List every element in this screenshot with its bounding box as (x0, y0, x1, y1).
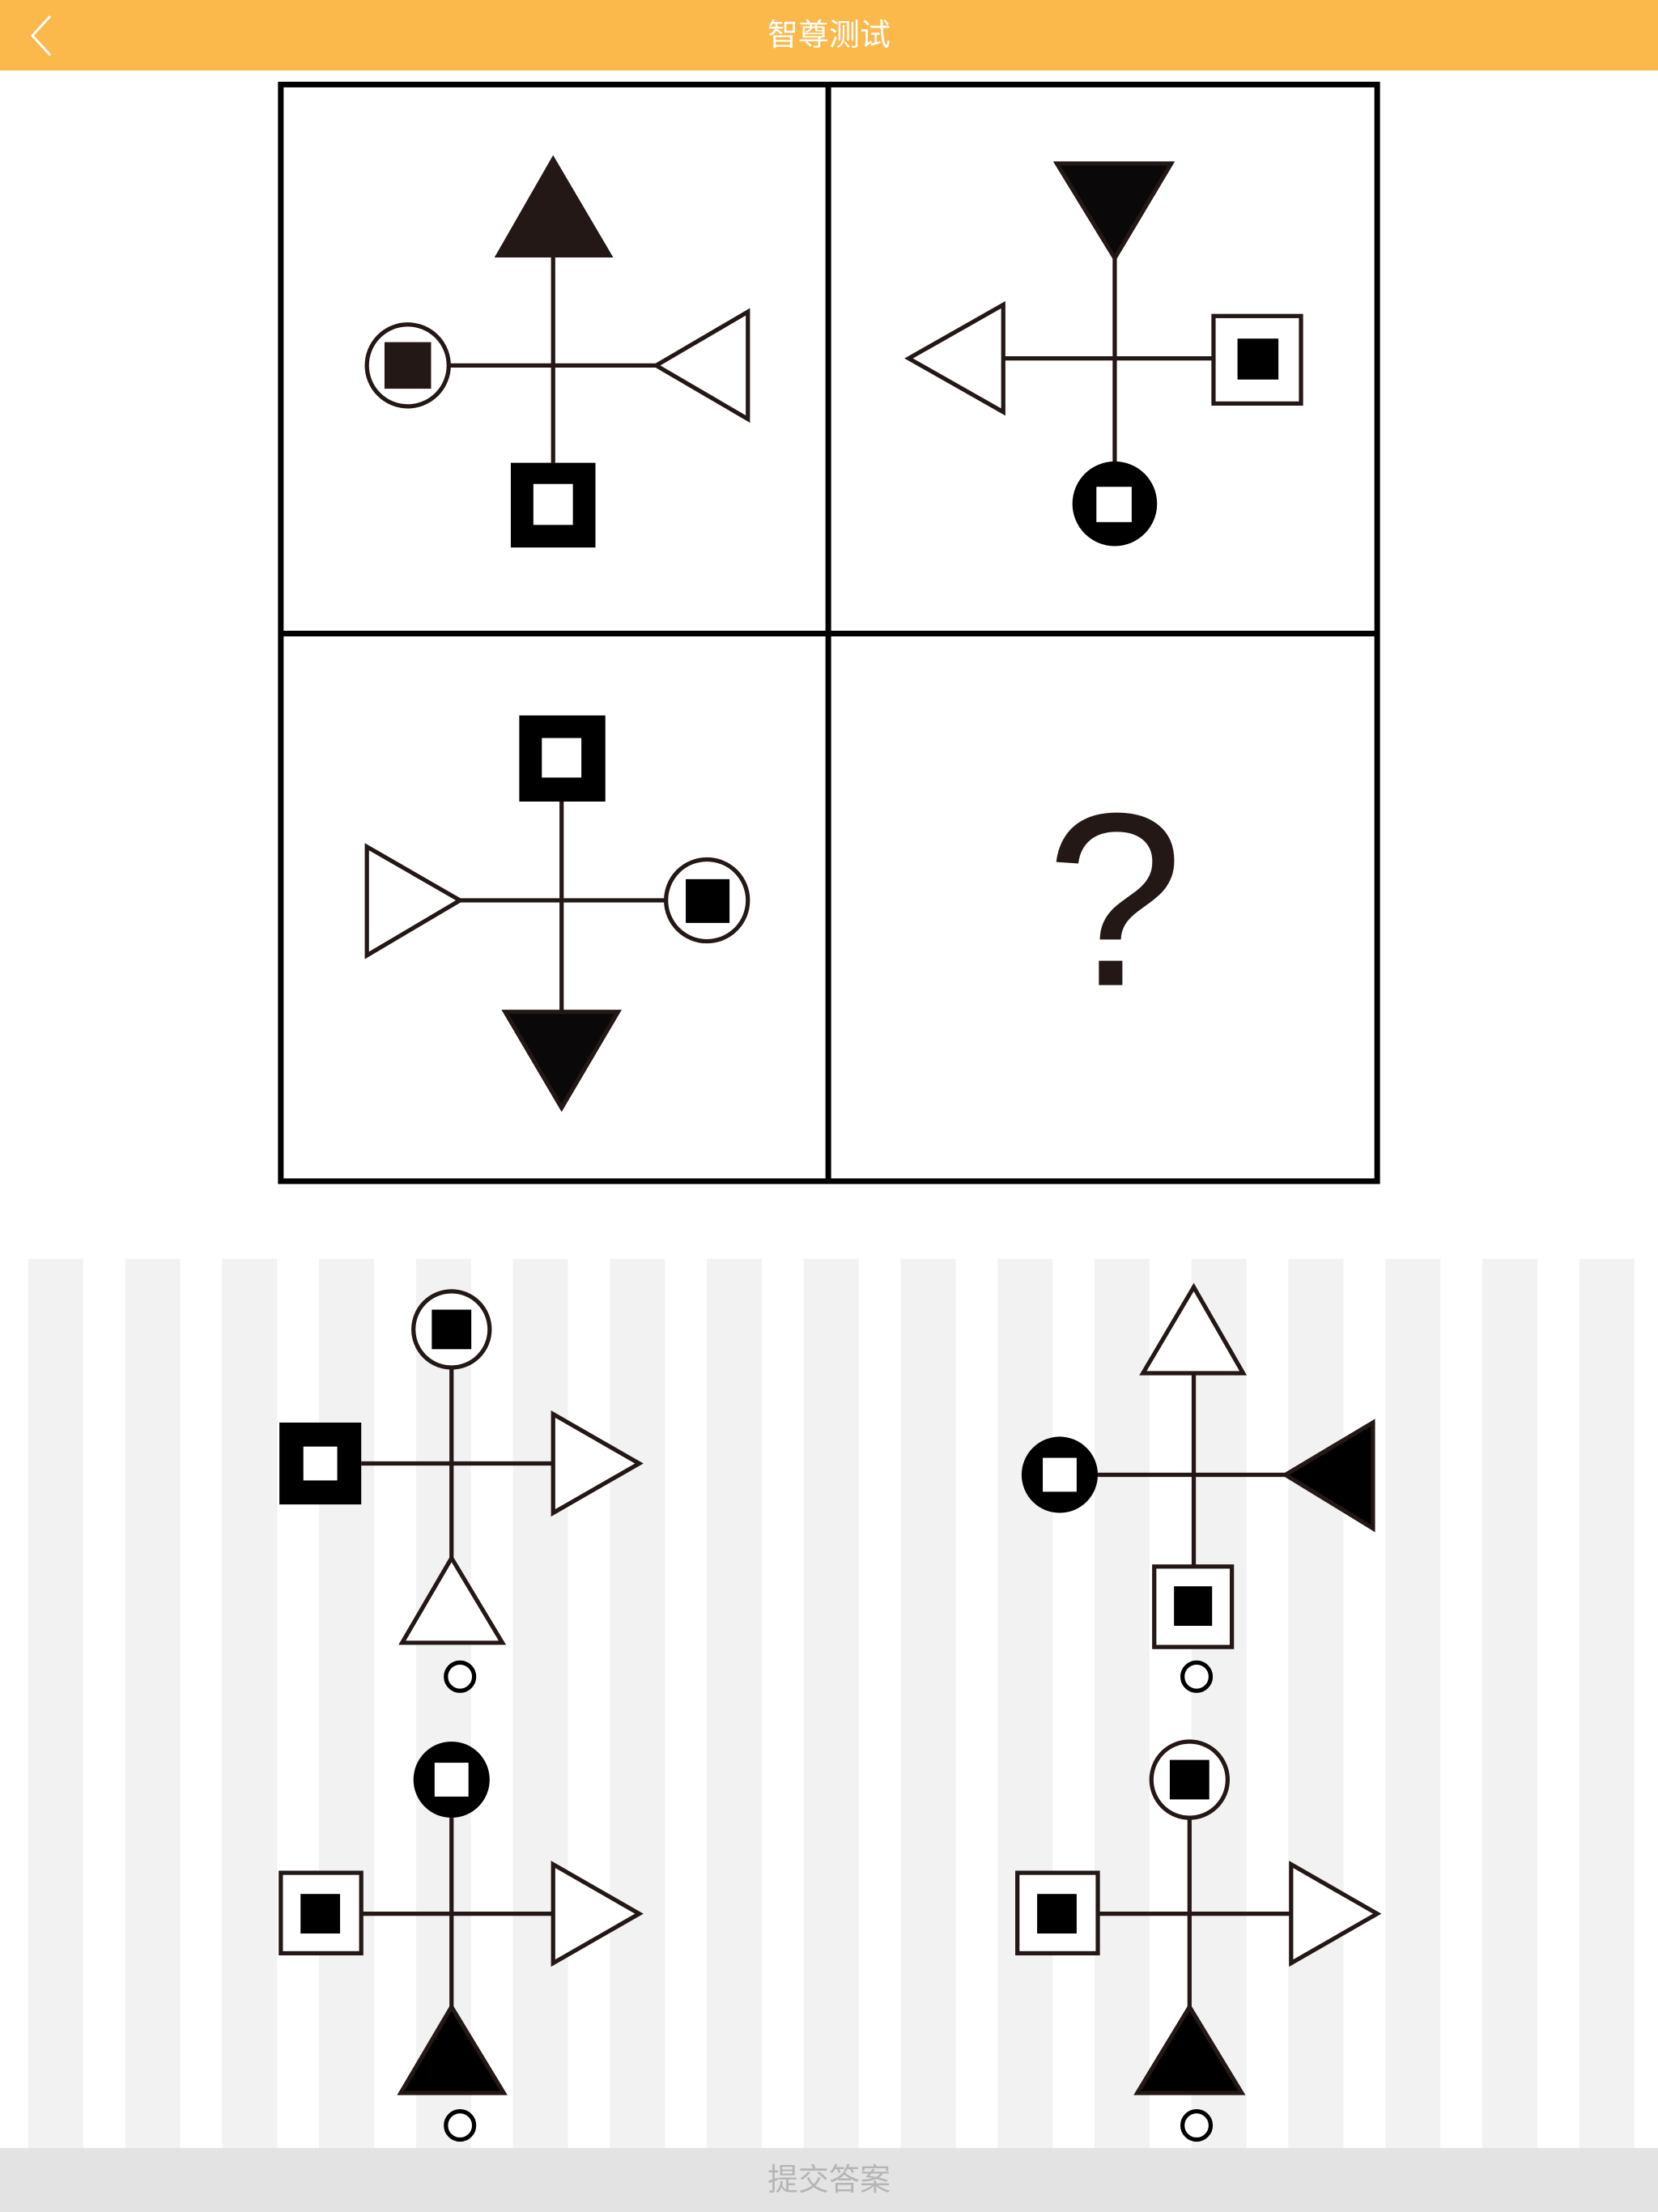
background-stripe (900, 1258, 956, 2148)
background-stripe (222, 1258, 278, 2148)
background-stripe (803, 1258, 859, 2148)
background-stripe (1482, 1258, 1537, 2148)
filled-triangle-down (501, 1010, 622, 1112)
background-stripe (1095, 1258, 1150, 2148)
filled-triangle-up (494, 155, 614, 257)
background-stripe (1385, 1258, 1441, 2148)
background-stripe (1191, 1258, 1247, 2148)
open-triangle-right (364, 843, 465, 959)
background-stripe (997, 1258, 1053, 2148)
open-triangle-left (904, 300, 1005, 416)
background-stripe (1288, 1258, 1344, 2148)
background-stripe (415, 1258, 471, 2148)
background-stripe (1579, 1258, 1635, 2148)
option-a-radio[interactable] (444, 1660, 477, 1693)
option-c-radio[interactable] (444, 2109, 477, 2142)
puzzle-cell-1 (364, 155, 750, 548)
background-stripe (610, 1258, 665, 2148)
option-d-radio[interactable] (1180, 2109, 1214, 2142)
puzzle-grid (278, 81, 1380, 1185)
filled-triangle-down (1052, 161, 1175, 262)
puzzle-cell-3 (364, 715, 750, 1112)
top-bar: 智尊测试 (0, 0, 1658, 70)
background-stripe (512, 1258, 568, 2148)
background-stripe (28, 1258, 83, 2148)
striped-background (28, 1258, 1635, 2148)
option-a[interactable] (279, 1289, 644, 1693)
background-stripe (319, 1258, 375, 2148)
puzzle-area: ? (28, 81, 1635, 2148)
option-d[interactable] (1015, 1739, 1382, 2142)
open-triangle-left (652, 308, 750, 423)
option-b-radio[interactable] (1180, 1660, 1214, 1693)
option-c[interactable] (278, 1741, 644, 2142)
page-title: 智尊测试 (767, 17, 891, 53)
option-b[interactable] (1021, 1283, 1375, 1693)
background-stripe (125, 1258, 181, 2148)
missing-cell-question-mark: ? (1046, 762, 1184, 1038)
submit-answer-button[interactable]: 提交答案 (0, 2148, 1658, 2212)
back-chevron-icon[interactable] (19, 11, 68, 60)
puzzle-cell-2 (904, 161, 1303, 547)
background-stripe (707, 1258, 763, 2148)
